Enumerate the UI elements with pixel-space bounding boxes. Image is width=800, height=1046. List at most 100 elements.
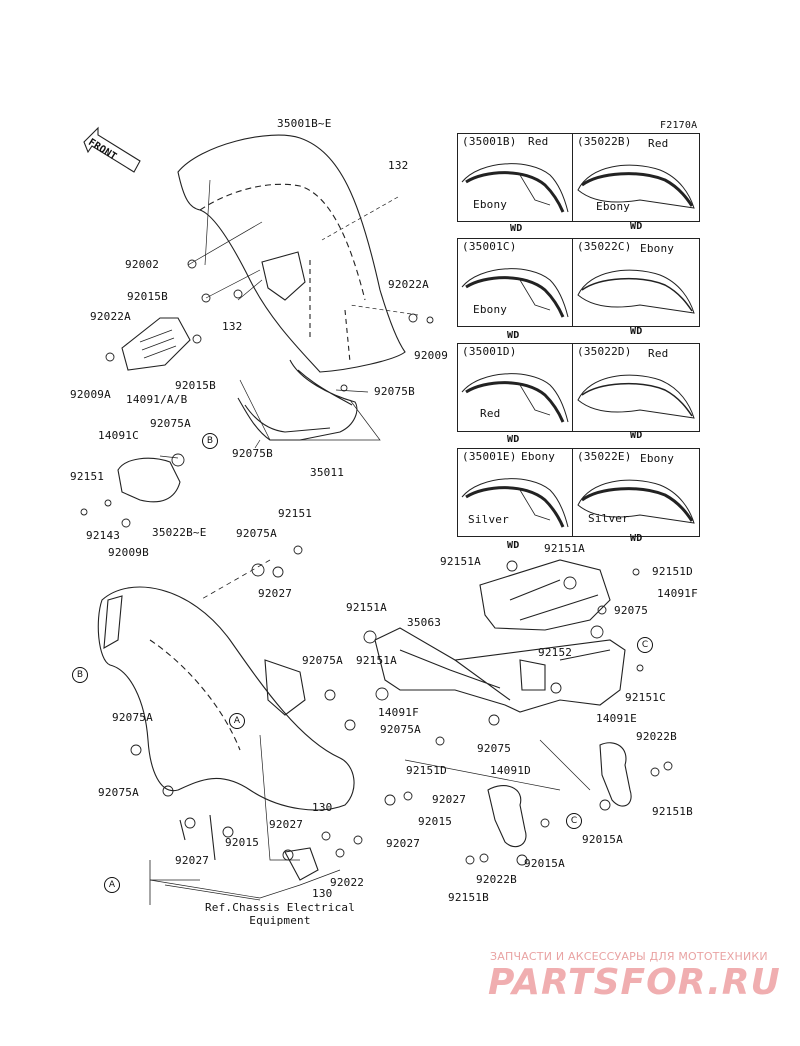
variant-color: Red (648, 137, 669, 150)
watermark-logo: PARTSFOR.RU (488, 962, 781, 1003)
variant-code: (35022D) (577, 345, 632, 358)
part-label: 130 (312, 887, 333, 900)
part-label: 92075A (302, 654, 343, 667)
variant-wd: WD (630, 533, 643, 544)
part-label: 92015B (175, 379, 216, 392)
variant-color: Ebony (473, 303, 508, 316)
part-label: 92015B (127, 290, 168, 303)
variant-color: Ebony (640, 452, 675, 465)
variant-code: (35001B) (462, 135, 517, 148)
part-label: 92151A (356, 654, 397, 667)
part-label: 92027 (386, 837, 421, 850)
variant-code: (35022B) (577, 135, 632, 148)
variant-color: Silver (588, 512, 629, 525)
part-label: 92075A (150, 417, 191, 430)
variant-wd: WD (630, 430, 643, 441)
part-label: 92009 (414, 349, 449, 362)
figure-code: F2170A (660, 120, 698, 131)
callout-a: A (104, 877, 120, 893)
part-label: 92151B (652, 805, 693, 818)
part-label: 132 (222, 320, 243, 333)
variant-panel-8 (572, 448, 700, 537)
part-label: 92015A (582, 833, 623, 846)
part-label: 35063 (407, 616, 442, 629)
variant-color: Ebony (640, 242, 675, 255)
watermark-tagline: ЗАПЧАСТИ И АКСЕССУАРЫ ДЛЯ МОТОТЕХНИКИ (490, 950, 768, 963)
variant-color: Ebony (521, 450, 556, 463)
variant-panel-4 (572, 238, 700, 327)
part-label: 92022B (476, 873, 517, 886)
fastener-marks (80, 259, 673, 866)
variant-code: (35001E) (462, 450, 517, 463)
part-label: 92002 (125, 258, 160, 271)
part-label: 92009B (108, 546, 149, 559)
part-label: 92151 (278, 507, 313, 520)
part-label: 92151 (70, 470, 105, 483)
part-label: 14091E (596, 712, 637, 725)
part-label: 92022A (388, 278, 429, 291)
variant-code: (35022E) (577, 450, 632, 463)
part-label: 92075A (98, 786, 139, 799)
bracket-14091e (599, 742, 632, 807)
part-label: 130 (312, 801, 333, 814)
variant-wd: WD (630, 221, 643, 232)
fender-plate (261, 251, 306, 301)
bracket-14091d (487, 785, 527, 848)
callout-c: C (637, 637, 653, 653)
part-label: 35001B~E (277, 117, 332, 130)
part-label: 92015A (524, 857, 565, 870)
variant-color: Red (528, 135, 549, 148)
part-label: 92022B (636, 730, 677, 743)
part-label: 92009A (70, 388, 111, 401)
fender-bracket-14091 (121, 317, 191, 371)
part-label: 92027 (269, 818, 304, 831)
bracket-14091c (117, 457, 181, 503)
part-label: 92075A (236, 527, 277, 540)
part-label: 92075 (614, 604, 649, 617)
callout-b: B (202, 433, 218, 449)
rear-fender (97, 586, 355, 881)
part-label: 14091F (657, 587, 698, 600)
variant-color: Silver (468, 513, 509, 526)
part-label: 35022B~E (152, 526, 207, 539)
part-label: 92075 (477, 742, 512, 755)
part-label: 92075B (374, 385, 415, 398)
part-label: 92022A (90, 310, 131, 323)
part-label: 92075A (112, 711, 153, 724)
callout-b: B (72, 667, 88, 683)
part-label: 92027 (432, 793, 467, 806)
front-fender (177, 134, 406, 373)
part-label: 14091/A/B (126, 393, 188, 406)
part-label: 14091F (378, 706, 419, 719)
rear-frame-35063 (374, 559, 626, 713)
part-label: 14091D (490, 764, 531, 777)
part-label: 92151A (440, 555, 481, 568)
part-label: 92151B (448, 891, 489, 904)
variant-wd: WD (507, 330, 520, 341)
part-label: 92151C (625, 691, 666, 704)
part-label: 92151A (544, 542, 585, 555)
variant-code: (35022C) (577, 240, 632, 253)
variant-wd: WD (510, 223, 523, 234)
part-label: 92027 (175, 854, 210, 867)
part-label: 92015 (418, 815, 453, 828)
part-label: 14091C (98, 429, 139, 442)
part-label: 92143 (86, 529, 121, 542)
part-label: 92075A (380, 723, 421, 736)
variant-code: (35001D) (462, 345, 517, 358)
variant-color: Ebony (596, 200, 631, 213)
part-label: 35011 (310, 466, 345, 479)
variant-wd: WD (507, 434, 520, 445)
part-label: 92027 (258, 587, 293, 600)
variant-wd: WD (507, 540, 520, 551)
variant-panel-6 (572, 343, 700, 432)
variant-code: (35001C) (462, 240, 517, 253)
part-label: 92151D (406, 764, 447, 777)
part-label: 92015 (225, 836, 260, 849)
part-label: 92151D (652, 565, 693, 578)
front-arrow-icon (83, 126, 141, 173)
variant-wd: WD (630, 326, 643, 337)
